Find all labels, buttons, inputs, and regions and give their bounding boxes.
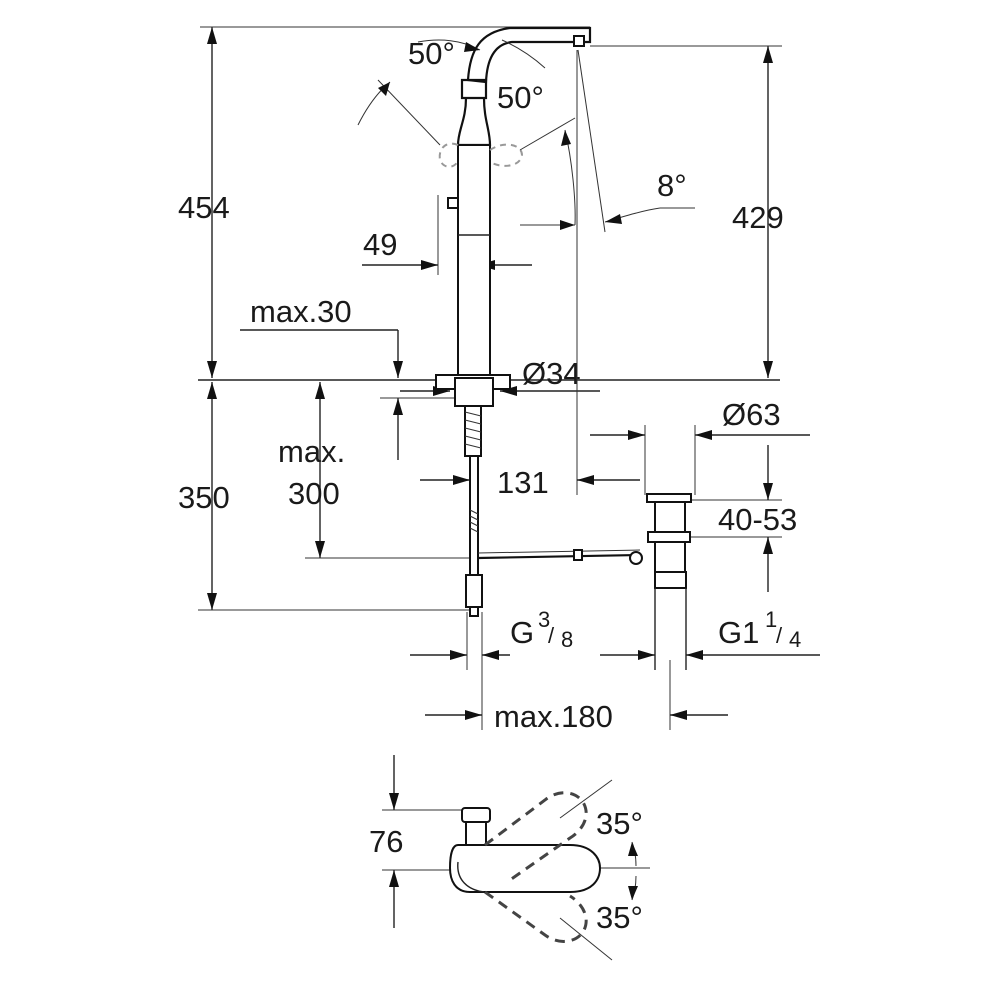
- label-angle-8: 8°: [657, 168, 687, 203]
- dimension-g114: G1 1 / 4: [600, 580, 820, 670]
- label-350: 350: [178, 480, 230, 515]
- label-g114-slash: /: [776, 623, 783, 648]
- dimension-454: 454: [178, 26, 590, 378]
- label-max-30: max.30: [250, 294, 352, 329]
- drain-assembly: [477, 493, 692, 670]
- label-g114-den: 4: [789, 627, 801, 652]
- faucet-elevation: [435, 26, 606, 617]
- label-max-300-line1: max.: [278, 434, 345, 469]
- label-angle-50-left: 50°: [408, 36, 455, 71]
- label-40-53: 40-53: [718, 502, 797, 537]
- dimension-max-180: max.180: [425, 660, 728, 734]
- label-d34: Ø34: [522, 356, 581, 391]
- label-g114-num: 1: [765, 607, 777, 632]
- label-76: 76: [369, 824, 403, 859]
- label-plan-35-lower: 35°: [596, 900, 643, 935]
- dimension-d34: Ø34: [400, 356, 600, 396]
- label-max-300-line2: 300: [288, 476, 340, 511]
- label-d63: Ø63: [722, 397, 781, 432]
- label-g38-den: 8: [561, 627, 573, 652]
- angle-annotations: 50° 50° 8°: [357, 36, 695, 230]
- label-angle-50-right: 50°: [497, 80, 544, 115]
- dimension-49: 49: [362, 195, 532, 275]
- label-g114: G1: [718, 615, 759, 650]
- label-49: 49: [363, 227, 397, 262]
- dimension-d63: Ø63: [590, 397, 810, 495]
- label-g38-num: 3: [538, 607, 550, 632]
- label-max-180: max.180: [494, 699, 613, 734]
- label-g38-slash: /: [548, 623, 555, 648]
- label-429: 429: [732, 200, 784, 235]
- label-454: 454: [178, 190, 230, 225]
- dimension-40-53: 40-53: [690, 445, 797, 592]
- label-131: 131: [497, 465, 549, 500]
- label-g38: G: [510, 615, 534, 650]
- dimension-350: 350: [178, 382, 470, 611]
- dimension-max-300: max. 300: [278, 382, 470, 559]
- dimension-g38: G 3 / 8: [410, 607, 573, 730]
- dimension-429: 429: [590, 45, 784, 378]
- label-plan-35-upper: 35°: [596, 806, 643, 841]
- dimension-131: 131: [420, 50, 640, 500]
- plan-view: 76 35° 35°: [369, 755, 650, 961]
